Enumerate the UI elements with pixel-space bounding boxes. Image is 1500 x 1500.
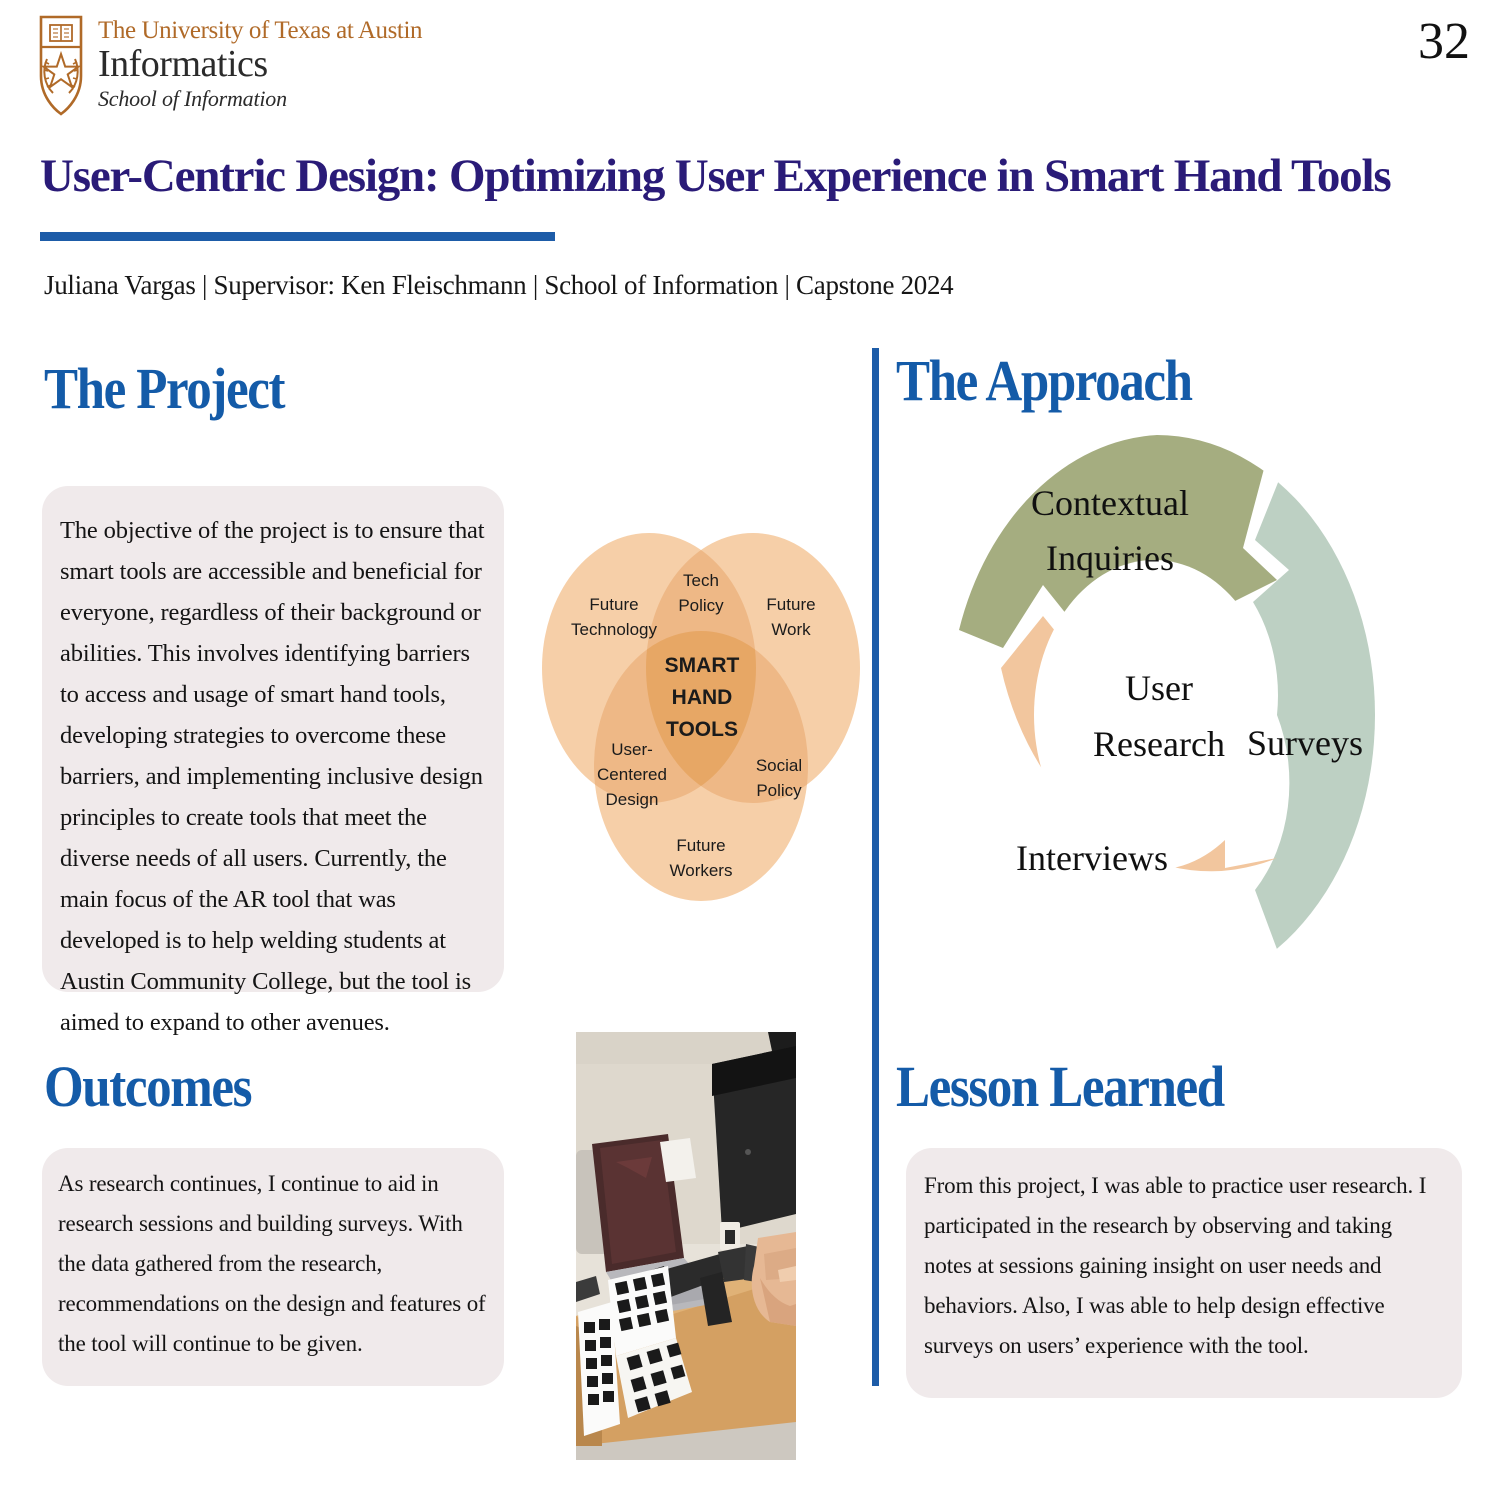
- brand-text-block: The University of Texas at Austin Inform…: [98, 14, 423, 112]
- outcomes-body-text: As research continues, I continue to aid…: [58, 1171, 486, 1356]
- venn-label-center-line2: HAND: [672, 686, 733, 709]
- section-heading-approach: The Approach: [896, 348, 1193, 413]
- vertical-divider: [872, 348, 879, 1386]
- poster-title: User-Centric Design: Optimizing User Exp…: [40, 150, 1392, 202]
- ut-informatics-logo: The University of Texas at Austin Inform…: [38, 14, 423, 118]
- ar-welding-tool-photo: [572, 1026, 800, 1466]
- venn-label-right-line1: Future: [766, 595, 815, 614]
- venn-label-ucd-line3: Design: [606, 790, 659, 809]
- venn-diagram: Future Technology Future Work Tech Polic…: [536, 518, 866, 918]
- cycle-label-interviews: Interviews: [1016, 838, 1168, 878]
- section-heading-project: The Project: [44, 356, 285, 421]
- ut-shield-icon: [38, 14, 84, 118]
- title-underline-rule: [40, 232, 555, 241]
- venn-label-tech-policy-line2: Policy: [678, 596, 724, 615]
- cycle-label-contextual-inquiries-line2: Inquiries: [1046, 538, 1174, 578]
- lesson-learned-text-card: From this project, I was able to practic…: [906, 1148, 1462, 1398]
- lesson-body-text: From this project, I was able to practic…: [924, 1173, 1427, 1358]
- venn-label-tech-policy-line1: Tech: [683, 571, 719, 590]
- page-number: 32: [1418, 13, 1470, 70]
- venn-label-left-line1: Future: [589, 595, 638, 614]
- outcomes-text-card: As research continues, I continue to aid…: [42, 1148, 504, 1386]
- section-heading-outcomes: Outcomes: [44, 1054, 252, 1119]
- cycle-label-contextual-inquiries-line1: Contextual: [1031, 483, 1189, 523]
- cycle-center-ellipse: [1034, 560, 1274, 870]
- venn-label-ucd-line1: User-: [611, 740, 653, 759]
- venn-label-bottom-line2: Workers: [670, 861, 733, 880]
- cycle-diagram-user-research: Contextual Inquiries Surveys Interviews …: [925, 420, 1405, 1010]
- venn-label-social-policy-line1: Social: [756, 756, 802, 775]
- project-text-card: The objective of the project is to ensur…: [42, 486, 504, 1036]
- venn-label-ucd-line2: Centered: [597, 765, 667, 784]
- project-body-text: The objective of the project is to ensur…: [60, 517, 485, 1036]
- venn-label-left-line2: Technology: [571, 620, 658, 639]
- cycle-label-center-line2: Research: [1093, 724, 1225, 764]
- cycle-label-center-line1: User: [1125, 668, 1193, 708]
- venn-label-social-policy-line2: Policy: [756, 781, 802, 800]
- school-name: School of Information: [98, 85, 287, 111]
- venn-label-center-line3: TOOLS: [666, 718, 738, 741]
- venn-label-bottom-line1: Future: [676, 836, 725, 855]
- section-heading-lesson-learned: Lesson Learned: [896, 1054, 1225, 1119]
- department-name: Informatics: [98, 43, 268, 85]
- venn-label-center-line1: SMART: [665, 654, 740, 677]
- venn-label-right-line2: Work: [771, 620, 811, 639]
- university-name: The University of Texas at Austin: [98, 17, 423, 44]
- cycle-label-surveys: Surveys: [1247, 723, 1363, 763]
- poster-byline: Juliana Vargas | Supervisor: Ken Fleisch…: [44, 270, 954, 300]
